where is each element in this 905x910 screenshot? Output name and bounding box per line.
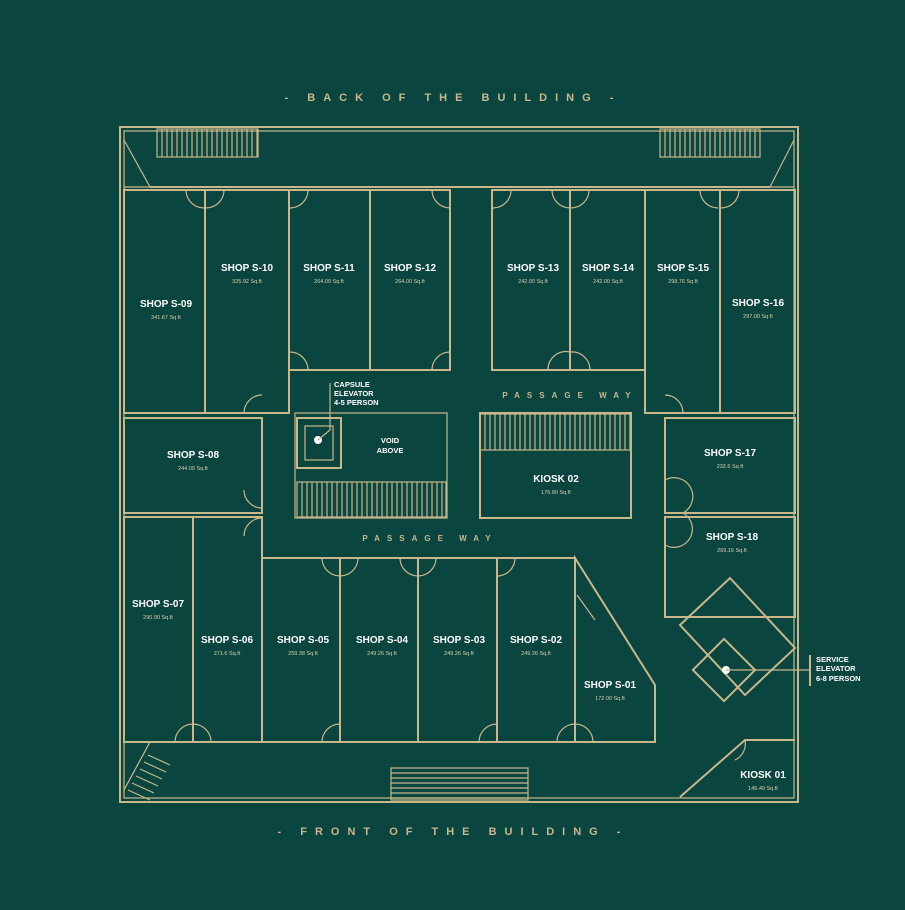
unit-area: 242.00 Sq.ft	[518, 279, 548, 285]
kiosk01-door	[734, 739, 746, 761]
shop-s17-room	[664, 417, 796, 514]
unit-name: SHOP S-18	[706, 532, 758, 543]
unit-name: SHOP S-13	[507, 263, 559, 274]
unit-area: 290.90 Sq.ft	[143, 615, 173, 621]
unit-area: 172.00 Sq.ft	[595, 696, 625, 702]
capsule-elevator-car	[304, 425, 334, 461]
unit-area: 145.49 Sq.ft	[748, 786, 778, 792]
door-swings-bottom	[174, 557, 596, 743]
service-stair-block	[678, 576, 797, 697]
back-grille-right	[659, 128, 761, 158]
back-corner-right	[769, 139, 795, 188]
capsule-label-line3: 4-5 PERSON	[334, 398, 379, 407]
front-of-building-label: - FRONT OF THE BUILDING -	[278, 826, 629, 838]
stair-tread	[127, 789, 151, 801]
unit-name: SHOP S-14	[582, 263, 634, 274]
unit-name: SHOP S-12	[384, 263, 436, 274]
unit-area: 249.26 Sq.ft	[521, 651, 551, 657]
unit-name: KIOSK 01	[740, 770, 786, 781]
kiosk02-stairs	[479, 413, 632, 451]
back-corner-left	[123, 139, 152, 188]
passage-way-label-top: PASSAGE WAY	[502, 391, 637, 400]
service-elevator-shaft	[691, 637, 757, 703]
unit-area: 244.00 Sq.ft	[178, 466, 208, 472]
shop-s12-room	[369, 189, 451, 371]
unit-name: SHOP S-04	[356, 635, 408, 646]
front-left-corner	[123, 741, 175, 791]
unit-area: 232.6 Sq.ft	[717, 464, 744, 470]
unit-name: SHOP S-07	[132, 599, 184, 610]
shop-s06-room	[192, 516, 263, 743]
unit-name: SHOP S-16	[732, 298, 784, 309]
back-grille-left	[156, 128, 259, 158]
unit-name: SHOP S-02	[510, 635, 562, 646]
front-left-steps	[127, 754, 171, 801]
service-label-line1: SERVICE	[816, 655, 849, 664]
capsule-label-line1: CAPSULE	[334, 380, 370, 389]
unit-name: SHOP S-17	[704, 448, 756, 459]
stair-tread	[143, 761, 167, 773]
unit-name: SHOP S-03	[433, 635, 485, 646]
back-of-building-label: - BACK OF THE BUILDING -	[285, 92, 622, 104]
shop-s10-room	[204, 189, 290, 414]
unit-area: 325.92 Sq.ft	[232, 279, 262, 285]
unit-area: 264.00 Sq.ft	[314, 279, 344, 285]
unit-area: 341.67 Sq.ft	[151, 315, 181, 321]
void-label-line1: VOID	[381, 436, 400, 445]
void-above-area	[294, 412, 448, 519]
unit-name: SHOP S-06	[201, 635, 253, 646]
outer-wall	[119, 126, 799, 803]
shop-s05-room	[261, 557, 341, 743]
shop-s04-room	[339, 557, 419, 743]
unit-name: SHOP S-09	[140, 299, 192, 310]
stair-tread	[139, 768, 163, 780]
unit-name: SHOP S-08	[167, 450, 219, 461]
shop-s08-room	[123, 417, 263, 514]
unit-area: 298.76 Sq.ft	[668, 279, 698, 285]
unit-area: 264.00 Sq.ft	[395, 279, 425, 285]
capsule-label-line2: ELEVATOR	[334, 389, 374, 398]
kiosk02-room	[479, 412, 632, 519]
unit-area: 249.26 Sq.ft	[367, 651, 397, 657]
front-entrance-steps	[390, 767, 529, 801]
stair-outline	[390, 767, 529, 801]
capsule-elevator-shaft	[296, 417, 342, 469]
door-swings-top	[185, 189, 740, 371]
void-stairs	[296, 481, 447, 518]
passage-way-label-middle: PASSAGE WAY	[362, 534, 497, 543]
unit-name: KIOSK 02	[533, 474, 579, 485]
shop-s03-room	[417, 557, 498, 743]
stair-tread	[147, 754, 171, 766]
capsule-elevator-leader	[317, 383, 331, 441]
shop-s07-room	[123, 516, 194, 743]
unit-name: SHOP S-15	[657, 263, 709, 274]
unit-name: SHOP S-11	[303, 263, 355, 274]
stair-tread	[131, 782, 155, 794]
unit-area: 271.6 Sq.ft	[214, 651, 241, 657]
void-label-line2: ABOVE	[377, 446, 404, 455]
service-label-line3: 6-8 PERSON	[816, 674, 861, 683]
unit-name: SHOP S-10	[221, 263, 273, 274]
unit-name: SHOP S-01	[584, 680, 636, 691]
unit-area: 242.00 Sq.ft	[593, 279, 623, 285]
unit-area: 176.80 Sq.ft	[541, 490, 571, 496]
unit-area: 259.38 Sq.ft	[288, 651, 318, 657]
unit-area: 297.00 Sq.ft	[743, 314, 773, 320]
shop-s02-room	[496, 557, 576, 743]
shop-s18-room	[664, 516, 796, 618]
unit-area: 249.26 Sq.ft	[444, 651, 474, 657]
stair-tread	[135, 775, 159, 787]
door-swings-middle	[243, 394, 694, 548]
shop-s15-room	[644, 189, 721, 414]
unit-name: SHOP S-05	[277, 635, 329, 646]
outer-wall-inner	[123, 130, 795, 799]
service-label-line2: ELEVATOR	[816, 664, 856, 673]
shop-s16-room	[719, 189, 796, 414]
unit-area: 269.16 Sq.ft	[717, 548, 747, 554]
shop-s01-room	[574, 554, 656, 743]
